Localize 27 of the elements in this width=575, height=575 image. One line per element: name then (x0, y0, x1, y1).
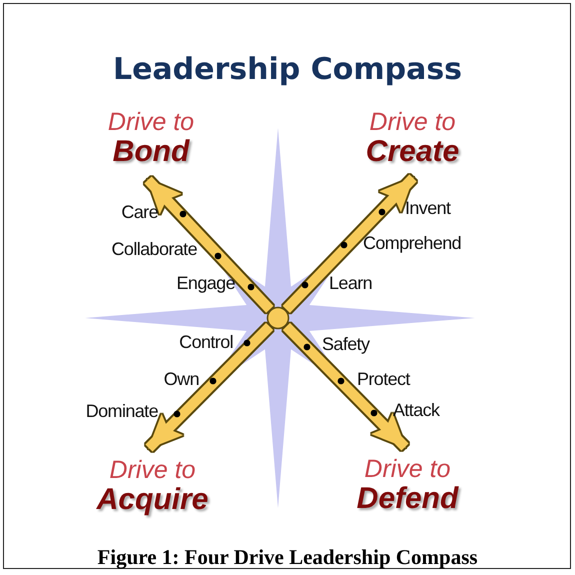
drive-label: Drive to (109, 456, 196, 484)
trait-label: Safety (322, 334, 370, 354)
drive-name: Bond (112, 136, 190, 168)
drive-name: Defend (356, 483, 458, 515)
trait-label: Engage (176, 273, 235, 293)
drive-label: Drive to (369, 108, 456, 136)
trait-label: Care (121, 202, 158, 222)
trait-label: Collaborate (112, 239, 197, 259)
trait-label: Comprehend (363, 233, 462, 253)
trait-label: Dominate (86, 401, 158, 421)
arrow (282, 323, 409, 450)
title: Leadership Compass (112, 52, 464, 87)
trait-label: Protect (357, 369, 410, 389)
drive-name: Acquire (96, 484, 208, 516)
trait-label: Attack (393, 400, 440, 420)
drive-label: Drive to (364, 455, 451, 483)
arrow (144, 176, 274, 313)
trait-label: Learn (329, 273, 372, 293)
hub-circle (266, 306, 290, 330)
caption: Figure 1: Four Drive Leadership Compass (96, 545, 479, 570)
drive-name: Create (366, 136, 460, 168)
trait-label: Control (179, 332, 233, 352)
trait-label: Own (164, 369, 199, 389)
arrow (282, 174, 417, 313)
drive-label: Drive to (108, 108, 194, 136)
trait-label: Invent (405, 198, 450, 218)
arrow (145, 323, 274, 452)
